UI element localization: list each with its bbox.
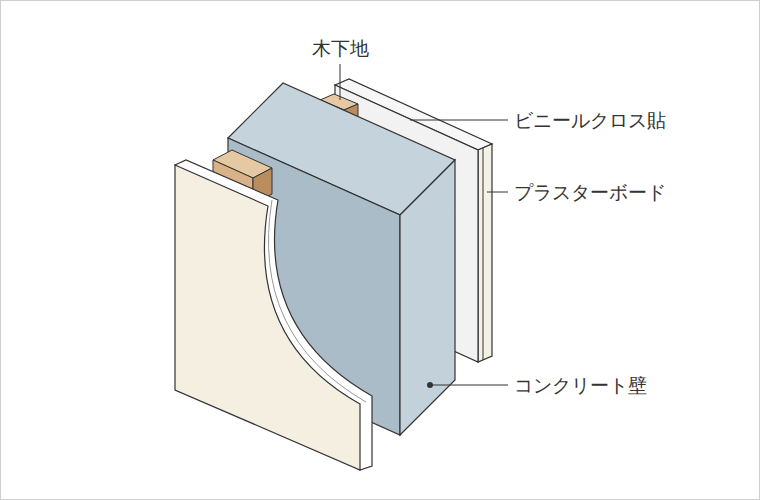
part-label: 木下地 bbox=[312, 37, 369, 60]
concrete-side bbox=[400, 160, 455, 435]
part-label: プラスターボード bbox=[514, 181, 666, 204]
part-label: コンクリート壁 bbox=[514, 374, 647, 397]
leader-line bbox=[430, 385, 508, 386]
layer-line bbox=[483, 148, 484, 360]
board-edge bbox=[478, 144, 492, 362]
leader-line bbox=[410, 120, 508, 121]
board-cut-edge bbox=[175, 160, 372, 470]
leader-line bbox=[340, 64, 341, 100]
part-label: ビニールクロス貼 bbox=[514, 109, 666, 132]
leader-line bbox=[487, 192, 508, 193]
board-face bbox=[175, 165, 360, 470]
